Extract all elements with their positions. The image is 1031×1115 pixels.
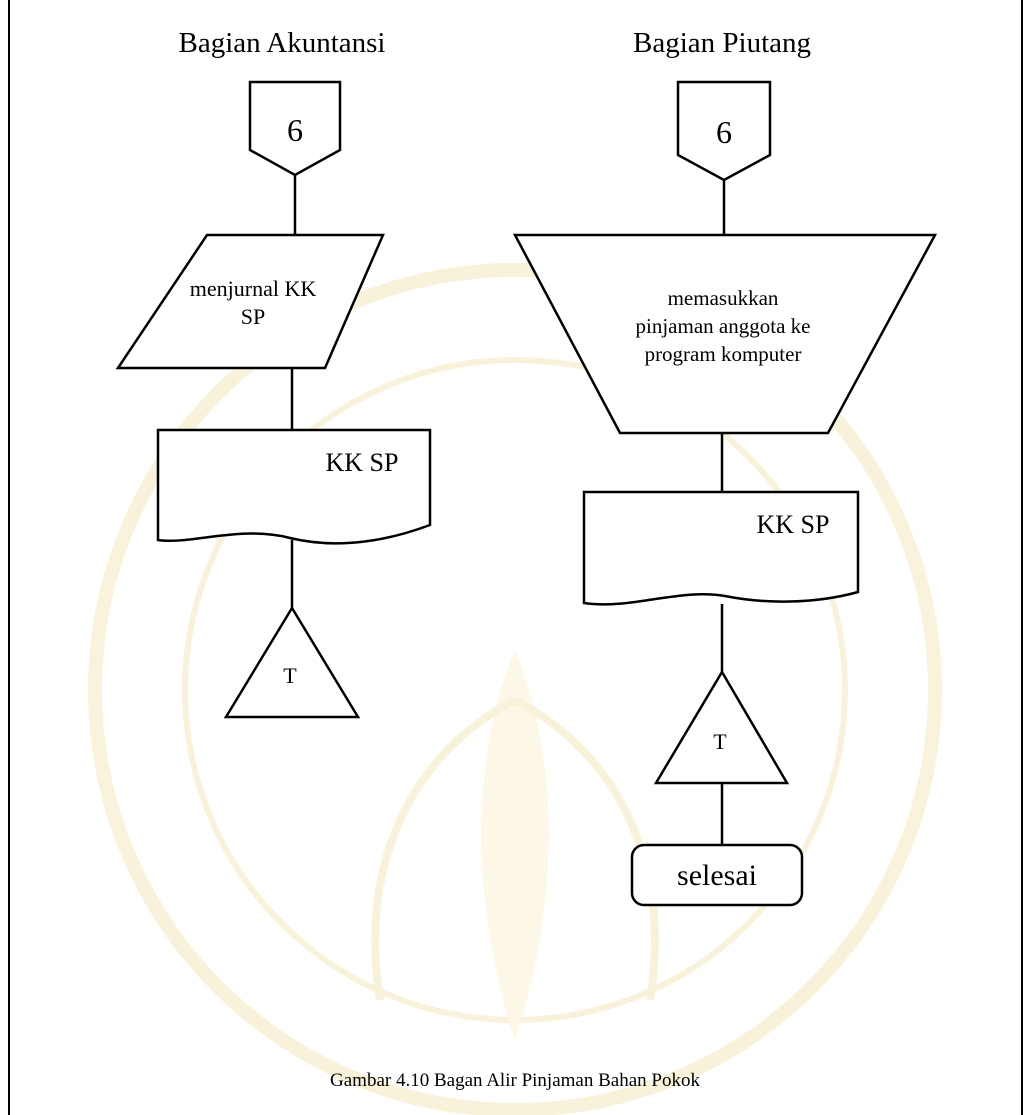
- figure-caption: Gambar 4.10 Bagan Alir Pinjaman Bahan Po…: [330, 1070, 700, 1091]
- right-manual-operation-shape: [512, 233, 938, 435]
- right-file-label: T: [713, 729, 727, 754]
- right-manual-line2: pinjaman anggota ke: [636, 314, 811, 338]
- left-process-line1: menjurnal KK: [190, 276, 317, 301]
- left-document-shape: [156, 428, 432, 545]
- right-document-shape: [582, 490, 860, 606]
- page-border-left: [8, 0, 10, 1115]
- right-connector-label: 6: [716, 114, 732, 150]
- right-terminator-shape: [630, 843, 804, 907]
- left-file-label: T: [283, 663, 297, 688]
- right-flow: [512, 80, 938, 907]
- right-terminator-label: selesai: [677, 859, 757, 892]
- university-watermark: [88, 263, 942, 1115]
- left-offpage-connector-shape: [248, 80, 342, 177]
- left-process-shape: [115, 233, 385, 370]
- left-document-label: KK SP: [326, 448, 399, 477]
- right-manual-line3: program komputer: [645, 342, 802, 366]
- left-process-line2: SP: [241, 304, 265, 329]
- right-offpage-connector-shape: [676, 80, 772, 182]
- right-document-label: KK SP: [757, 510, 830, 539]
- left-flow: [115, 80, 432, 719]
- right-file-triangle-shape: [653, 669, 790, 785]
- left-file-triangle-shape: [223, 605, 361, 719]
- page-border-right: [1021, 0, 1023, 1115]
- left-connector-label: 6: [287, 112, 303, 148]
- right-manual-line1: memasukkan: [668, 286, 779, 310]
- lane-title-akuntansi: Bagian Akuntansi: [178, 27, 385, 59]
- lane-title-piutang: Bagian Piutang: [633, 27, 811, 59]
